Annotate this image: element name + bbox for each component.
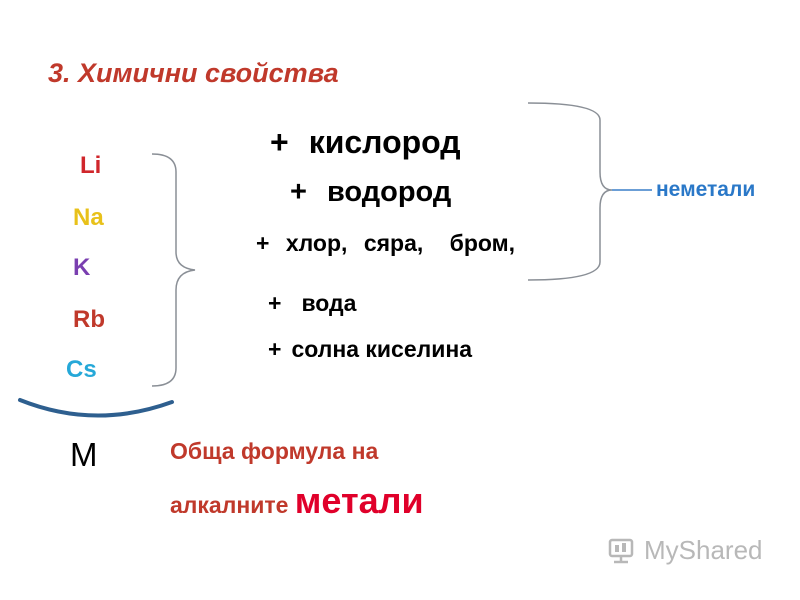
general-formula-line1: Обща формула на (170, 438, 379, 464)
right-brace (527, 102, 613, 281)
element-li: Li (80, 152, 102, 179)
myshared-logo-icon (608, 538, 634, 563)
acid-label: солна киселина (291, 336, 473, 362)
general-formula-line2: алкалните метали (170, 480, 424, 522)
chlorine-label: хлор, (285, 230, 348, 256)
plus-sign: + (290, 176, 307, 208)
element-na: Na (73, 204, 104, 231)
nonmetals-label: неметали (656, 178, 756, 201)
reaction-acid: + солна киселина (268, 336, 472, 363)
metals-label: метали (294, 480, 424, 521)
reaction-oxygen: + кислород (270, 124, 461, 161)
page-title: 3. Химични свойства (48, 58, 339, 88)
plus-sign: + (270, 124, 289, 160)
element-rb: Rb (73, 306, 105, 333)
element-k: K (73, 254, 91, 281)
sulfur-label: сяра, (363, 230, 424, 256)
left-brace (151, 153, 196, 387)
water-label: вода (301, 290, 357, 316)
metal-symbol: M (70, 436, 98, 473)
element-cs: Cs (66, 356, 97, 383)
reaction-hydrogen: + водород (290, 176, 451, 209)
hydrogen-label: водород (326, 176, 452, 208)
alkaline-label: алкалните (170, 492, 289, 518)
watermark: MyShared (608, 535, 763, 566)
plus-sign: + (268, 336, 282, 362)
bromine-label: бром, (449, 230, 516, 256)
plus-sign: + (268, 290, 282, 316)
plus-sign: + (256, 230, 270, 256)
watermark-text: MyShared (644, 535, 763, 565)
reaction-water: + вода (268, 290, 356, 317)
reaction-halogens: + хлор, сяра, бром, (256, 230, 515, 257)
group-arc (18, 398, 174, 418)
oxygen-label: кислород (308, 124, 461, 160)
